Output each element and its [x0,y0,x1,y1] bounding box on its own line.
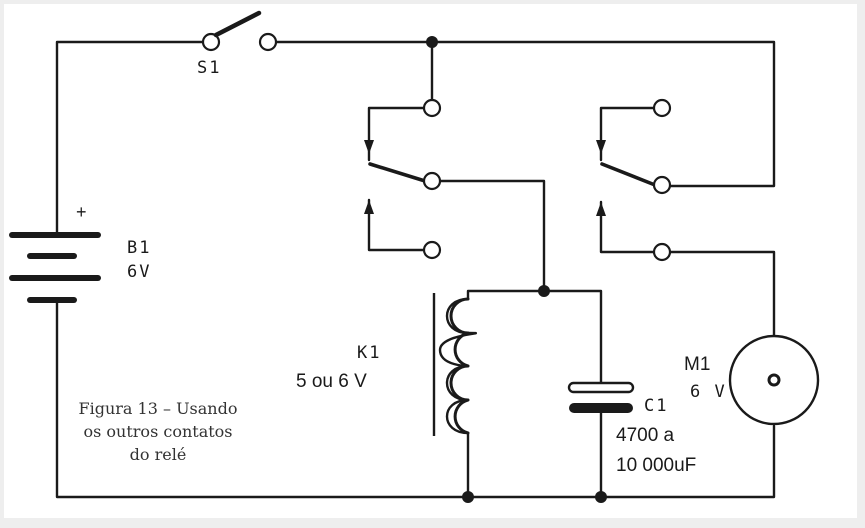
wire-cap-top [542,289,603,385]
caption-line-2: os outros contatos [83,422,233,441]
motor-shaft [767,373,781,387]
capacitor-c1 [567,381,635,413]
contact1-nc-bracket [367,106,426,162]
battery-b1 [9,232,101,303]
battery-ref-label: B1 [127,238,152,258]
battery-value-label: 6V [127,262,152,282]
wire-battery-to-switch [55,40,205,235]
switch-label: S1 [197,58,222,78]
wires [55,40,776,499]
capacitor-value-line2: 10 000uF [616,455,697,476]
contact1-no-terminal [422,240,442,260]
wire-coil-top [466,289,546,301]
contact1-nc-terminal [422,98,442,118]
motor-value-label: 6 V [690,382,727,402]
junction-dots [426,36,607,503]
contact2-no-terminal [652,242,672,262]
contact2-nc-arrow [596,140,606,154]
contact1-com-terminal [422,171,442,191]
contact1-nc-arrow [364,140,374,154]
capacitor-plate-negative [569,403,633,413]
contact1-no-bracket [367,198,426,252]
wire-top-rail [274,40,776,188]
switch-lever [213,10,262,38]
relay-contact-set-2 [596,98,672,262]
coil-winding [438,297,477,435]
contact1-armature [368,162,427,183]
junction-top [426,36,438,48]
wire-bottom-rail [55,301,776,499]
contact2-nc-terminal [652,98,672,118]
relay-coil-k1 [432,293,477,436]
relay-ref-label: K1 [357,343,382,363]
junction-coil-cap [538,285,550,297]
motor-m1 [728,334,820,426]
contact2-armature [600,162,657,187]
relay-value-label: 5 ou 6 V [296,371,367,392]
contact1-no-arrow [364,200,374,214]
switch-terminal-right [258,32,278,52]
contact2-no-bracket [599,200,656,254]
battery-polarity-label: + [76,202,87,222]
capacitor-ref-label: C1 [644,396,669,416]
junction-bottom-cap [595,491,607,503]
switch-terminal-left [201,32,221,52]
wire-com1-to-coil [438,179,546,293]
contact2-nc-bracket [599,106,656,162]
coil-loops [449,297,470,435]
contact2-com-terminal [652,175,672,195]
capacitor-value-line1: 4700 a [616,425,675,446]
figure-caption: Figura 13 – Usando os outros contatos do… [64,397,252,466]
motor-ref-label: M1 [684,354,711,375]
wire-no2-to-motor [668,250,776,338]
contact2-no-arrow [596,202,606,216]
diagram-frame [4,4,857,518]
caption-line-1: Figura 13 – Usando [78,399,238,418]
junction-bottom-coil [462,491,474,503]
relay-contact-set-1 [364,98,442,260]
switch-s1 [201,10,278,52]
capacitor-plate-positive [567,381,635,394]
caption-line-3: do relé [129,445,187,464]
